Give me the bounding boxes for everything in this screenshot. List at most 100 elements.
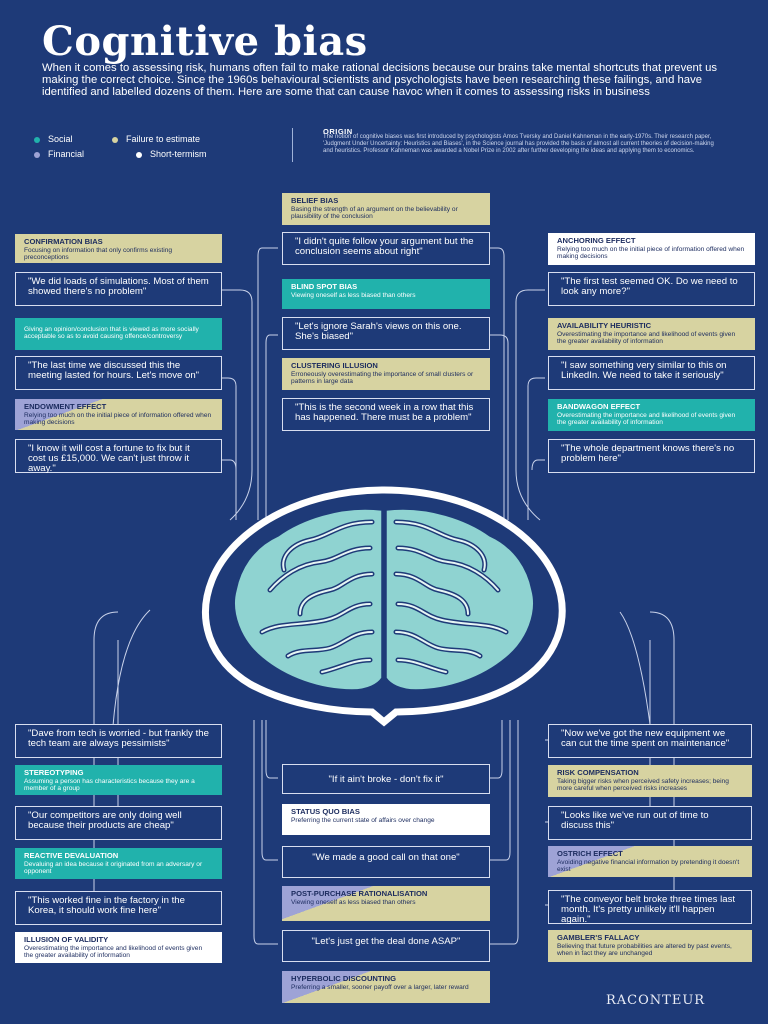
bias-title: GAMBLER'S FALLACY [557,933,640,942]
brain-icon [233,508,535,691]
bias-quote: "Looks like we've run out of time to dis… [548,806,752,840]
bias-quote: "Let's ignore Sarah's views on this one.… [282,317,490,350]
bias-description: Preferring a smaller, sooner payoff over… [291,984,469,991]
bias-title: BANDWAGON EFFECT [557,402,641,411]
connector-line [222,289,253,521]
bias-card-clustering: CLUSTERING ILLUSION Erroneously overesti… [282,358,490,390]
bias-quote: "Dave from tech is worried - but frankly… [15,724,222,758]
bias-description: Giving an opinion/conclusion that is vie… [24,326,199,340]
legend-label: Social [48,134,73,144]
bias-quote: "If it ain't broke - don't fix it" [282,764,490,794]
bias-card-gamblers-fallacy: GAMBLER'S FALLACY Believing that future … [548,930,752,962]
bias-title: BELIEF BIAS [291,196,339,205]
legend-dot-icon [136,151,142,158]
bias-card-illusion-of-validity: ILLUSION OF VALIDITY Overestimating the … [15,932,222,963]
legend-dot-icon [34,136,40,143]
brand-logo: RACONTEUR [606,993,706,1008]
bias-quote: "Now we've got the new equipment we can … [548,724,752,758]
bias-title: BLIND SPOT BIAS [291,282,358,291]
bias-description: Overestimating the importance and likeli… [557,412,736,426]
connector-line [490,334,509,520]
bias-card-ostrich: OSTRICH EFFECT Avoiding negative financi… [548,846,752,877]
bias-quote: "This is the second week in a row that t… [282,398,490,431]
connector-line [531,459,545,471]
bias-card-status-quo: STATUS QUO BIAS Preferring the current s… [282,804,490,835]
legend-label: Failure to estimate [126,134,201,144]
bias-title: ENDOWMENT EFFECT [24,402,107,411]
connector-line [253,720,278,945]
connector-line [265,720,278,779]
bias-card-stereotyping: STEREOTYPING Assuming a person has chara… [15,765,222,795]
bias-title: CONFIRMATION BIAS [24,237,103,246]
bias-description: Focusing on information that only confir… [24,247,173,261]
bias-quote: "Let's just get the deal done ASAP" [282,930,490,962]
bias-quote: "This worked fine in the factory in the … [15,891,222,925]
connector-line [490,720,519,945]
bias-description: Overestimating the importance and likeli… [557,331,736,345]
bias-description: Assuming a person has characteristics be… [24,778,195,792]
connector-line [527,377,545,520]
bias-title: ANCHORING EFFECT [557,236,636,245]
connector-line [261,720,278,861]
bias-description: Preferring the current state of affairs … [291,817,435,824]
bias-title: OSTRICH EFFECT [557,849,623,858]
bias-description: Devaluing an idea because it originated … [24,861,203,875]
legend-label: Financial [48,149,85,159]
bias-quote: "The last time we discussed this the mee… [15,356,222,390]
bias-quote: "Our competitors are only doing well bec… [15,806,222,840]
bias-quote: "We made a good call on that one" [282,846,490,878]
bias-card-courtesy: Giving an opinion/conclusion that is vie… [15,318,222,350]
bias-description: Believing that future probabilities are … [557,943,732,957]
bias-description: Viewing oneself as less biased than othe… [291,899,416,906]
bias-quote: "The first test seemed OK. Do we need to… [548,272,755,306]
legend-item-short-termism: Short-termism [136,149,207,159]
bias-title: ILLUSION OF VALIDITY [24,935,109,944]
bias-title: AVAILABILITY HEURISTIC [557,321,652,330]
bias-card-blind-spot: BLIND SPOT BIAS Viewing oneself as less … [282,279,490,309]
legend-item-financial: Financial [34,149,84,159]
bias-description: Relying too much on the initial piece of… [24,412,212,426]
bias-description: Avoiding negative financial information … [557,859,740,873]
bias-description: Erroneously overestimating the importanc… [291,371,474,385]
bias-quote: "I didn't quite follow your argument but… [282,232,490,265]
connector-line [490,720,503,779]
bias-card-hyperbolic: HYPERBOLIC DISCOUNTING Preferring a smal… [282,971,490,1003]
bias-card-post-purchase: POST-PURCHASE RATIONALISATION Viewing on… [282,886,490,921]
intro-text: When it comes to assessing risk, humans … [42,62,718,98]
connector-line [515,289,545,521]
bias-card-confirmation: CONFIRMATION BIAS Focusing on informatio… [15,234,222,263]
connector-line [265,334,278,520]
bias-title: STATUS QUO BIAS [291,807,360,816]
bias-title: RISK COMPENSATION [557,768,639,777]
bias-card-bandwagon: BANDWAGON EFFECT Overestimating the impo… [548,399,755,431]
bias-card-anchoring: ANCHORING EFFECT Relying too much on the… [548,233,755,265]
bias-description: Basing the strength of an argument on th… [291,206,458,220]
bias-title: REACTIVE DEVALUATION [24,851,119,860]
bias-card-belief: BELIEF BIAS Basing the strength of an ar… [282,193,490,225]
legend-item-failure: Failure to estimate [112,134,200,144]
origin-text: The notion of cognitive biases was first… [323,134,714,154]
bias-quote: "The whole department knows there's no p… [548,439,755,473]
bias-description: Taking bigger risks when perceived safet… [557,778,729,792]
origin-label: ORIGIN [323,127,353,136]
bias-quote: "The conveyor belt broke three times las… [548,890,752,925]
bias-quote: "I saw something very similar to this on… [548,356,755,390]
bias-title: STEREOTYPING [24,768,84,777]
bias-title: HYPERBOLIC DISCOUNTING [291,974,397,983]
bias-card-availability: AVAILABILITY HEURISTIC Overestimating th… [548,318,755,350]
page-title: Cognitive bias [42,18,368,65]
legend-label: Short-termism [150,149,207,159]
origin-divider [292,128,293,162]
legend-dot-icon [34,151,40,158]
connector-line [257,247,278,520]
bias-card-reactive-devaluation: REACTIVE DEVALUATION Devaluing an idea b… [15,848,222,879]
bias-card-risk-compensation: RISK COMPENSATION Taking bigger risks wh… [548,765,752,797]
connector-line [222,377,237,520]
bias-description: Viewing oneself as less biased than othe… [291,292,416,299]
bias-title: CLUSTERING ILLUSION [291,361,378,370]
connector-line [490,247,505,520]
connector-line [222,459,237,471]
legend-dot-icon [112,136,118,143]
legend-item-social: Social [34,134,73,144]
bias-description: Overestimating the importance and likeli… [24,945,203,959]
